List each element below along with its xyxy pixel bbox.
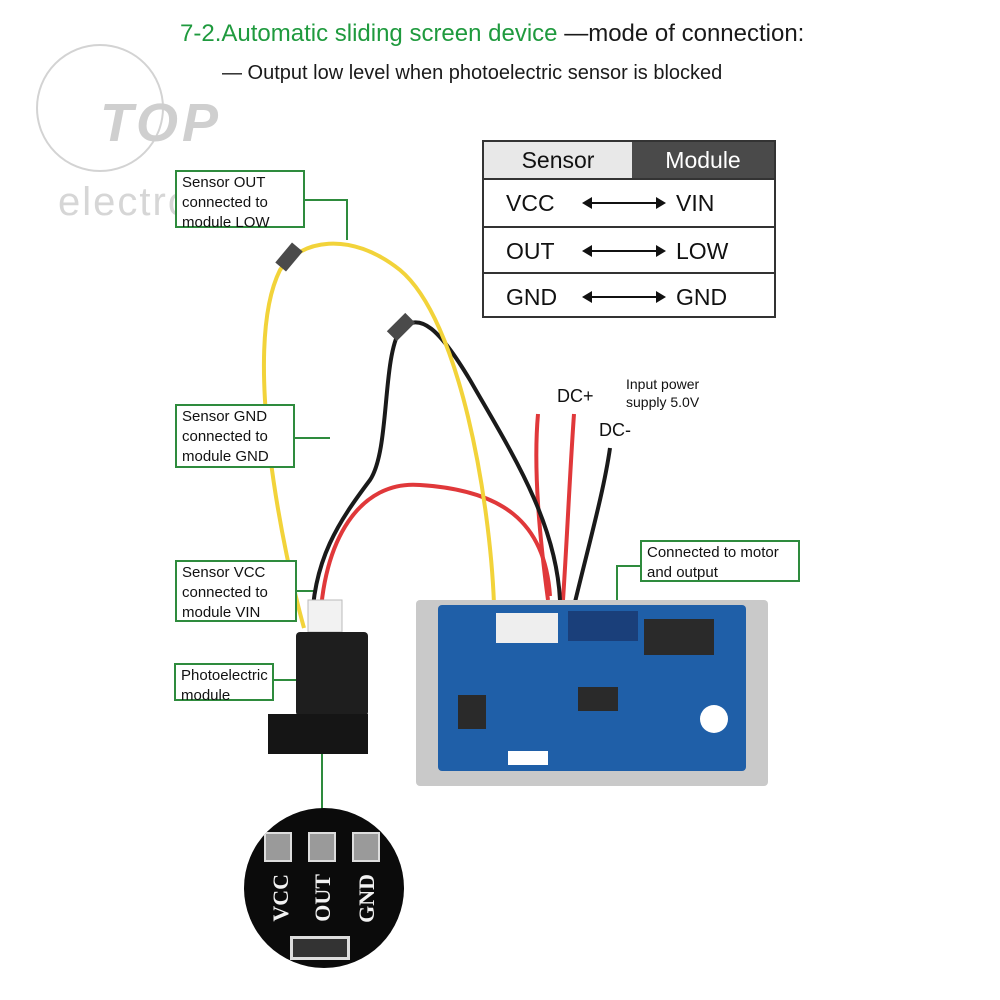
title-dash: — (557, 20, 589, 47)
title-rest: mode of connection: (588, 20, 805, 47)
mosfet-2 (678, 619, 714, 655)
callout-sensor-vcc: Sensor VCC connected to module VIN (175, 560, 297, 622)
module-pin-label: GND (676, 284, 728, 310)
module-pin-label: VIN (676, 190, 715, 216)
zoom-pin-gnd (352, 832, 380, 862)
table-header-sensor: Sensor (484, 142, 632, 178)
sensor-connector (307, 599, 343, 633)
double-arrow-icon (582, 197, 666, 209)
table-row: GND GND (484, 272, 774, 318)
zoom-led (290, 936, 350, 960)
input-power-label: Input power supply 5.0V (626, 376, 700, 410)
regulator (458, 695, 486, 729)
leader-out (305, 199, 348, 240)
mosfet-1 (644, 619, 680, 655)
sensor-pins-zoom: VCC OUT GND (244, 808, 404, 968)
page-subtitle: — Output low level when photoelectric se… (222, 62, 723, 84)
double-arrow-icon (582, 291, 666, 303)
black-wire-dc-minus (573, 447, 612, 603)
terminal-block (568, 611, 638, 641)
input-connector (496, 613, 558, 643)
zoom-pin-vcc (264, 832, 292, 862)
photoelectric-sensor-board (296, 632, 368, 716)
red-wire-dc-plus-b (561, 413, 576, 601)
zoom-label-vcc: VCC (268, 874, 293, 922)
double-arrow-icon (582, 245, 666, 257)
dc-plus-label: DC+ (557, 386, 594, 406)
red-wire-vcc (318, 482, 552, 629)
dc-minus-label: DC- (599, 420, 631, 440)
uart-header (508, 751, 548, 765)
sensor-pin-label: VCC (506, 190, 555, 216)
black-wire-gnd (310, 320, 562, 629)
table-row: VCC VIN (484, 178, 774, 226)
table-header-module: Module (632, 142, 774, 178)
title-main: 7-2.Automatic sliding screen device (180, 20, 558, 47)
module-pin-label: LOW (676, 238, 729, 264)
leader-motor (616, 565, 640, 604)
callout-photoelectric-module: Photoelectric module (174, 663, 274, 704)
sensor-pin-label: GND (506, 284, 558, 310)
table-row: OUT LOW (484, 226, 774, 274)
logo-word: TOP (100, 93, 223, 153)
callout-sensor-out: Sensor OUT connected to module LOW (175, 170, 305, 231)
sleeve-black (386, 312, 416, 342)
zoom-pin-out (308, 832, 336, 862)
logo-circle (36, 44, 164, 172)
connection-table: Sensor Module VCC VIN OUT LOW GND GND (482, 140, 776, 318)
controller-board (438, 605, 746, 771)
callout-motor-output: Connected to motor and output (640, 540, 800, 582)
sensor-pin-label: OUT (506, 238, 555, 264)
photoelectric-sensor-fork (268, 714, 368, 754)
yellow-wire-out (261, 241, 496, 629)
sleeve-yellow (275, 242, 303, 272)
board-logo (700, 705, 728, 733)
chip (578, 687, 618, 711)
zoom-label-out: OUT (310, 874, 335, 922)
callout-sensor-gnd: Sensor GND connected to module GND (175, 404, 295, 468)
zoom-label-gnd: GND (354, 874, 379, 923)
page-title: 7-2.Automatic sliding screen device —mod… (180, 20, 804, 48)
